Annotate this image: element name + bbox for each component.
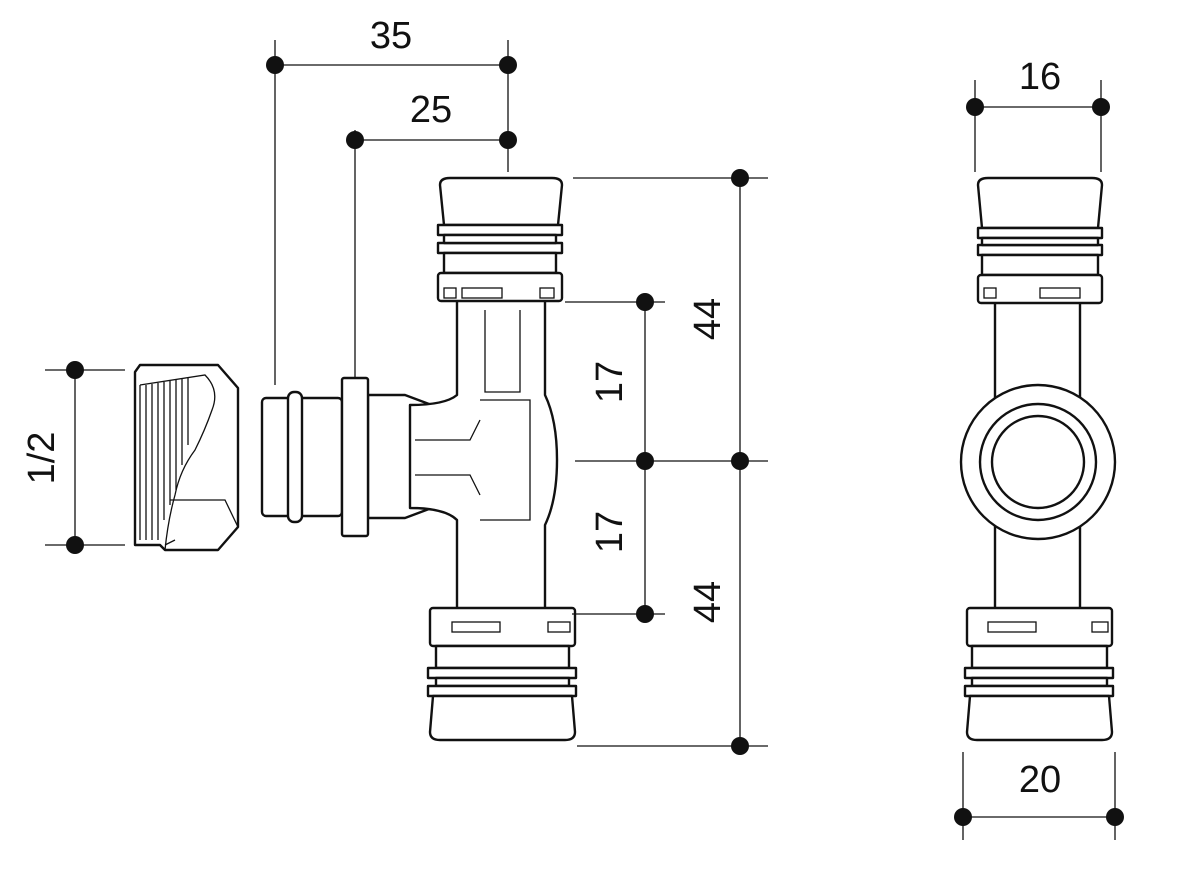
dim-label-44-top: 44 (687, 298, 729, 340)
dim-label-20: 20 (1019, 759, 1061, 801)
dim-label-25: 25 (410, 89, 452, 131)
union-nut (133, 363, 240, 552)
dim-label-thread: 1/2 (21, 432, 63, 485)
tee-body-front (959, 176, 1117, 742)
dim-label-35: 35 (370, 15, 412, 57)
dim-label-44-bottom: 44 (687, 581, 729, 623)
dim-label-17-top: 17 (589, 361, 631, 403)
dimension-dots (66, 56, 1124, 826)
tee-body-side (408, 176, 578, 742)
dim-label-16: 16 (1019, 56, 1061, 98)
dim-label-17-bottom: 17 (589, 511, 631, 553)
